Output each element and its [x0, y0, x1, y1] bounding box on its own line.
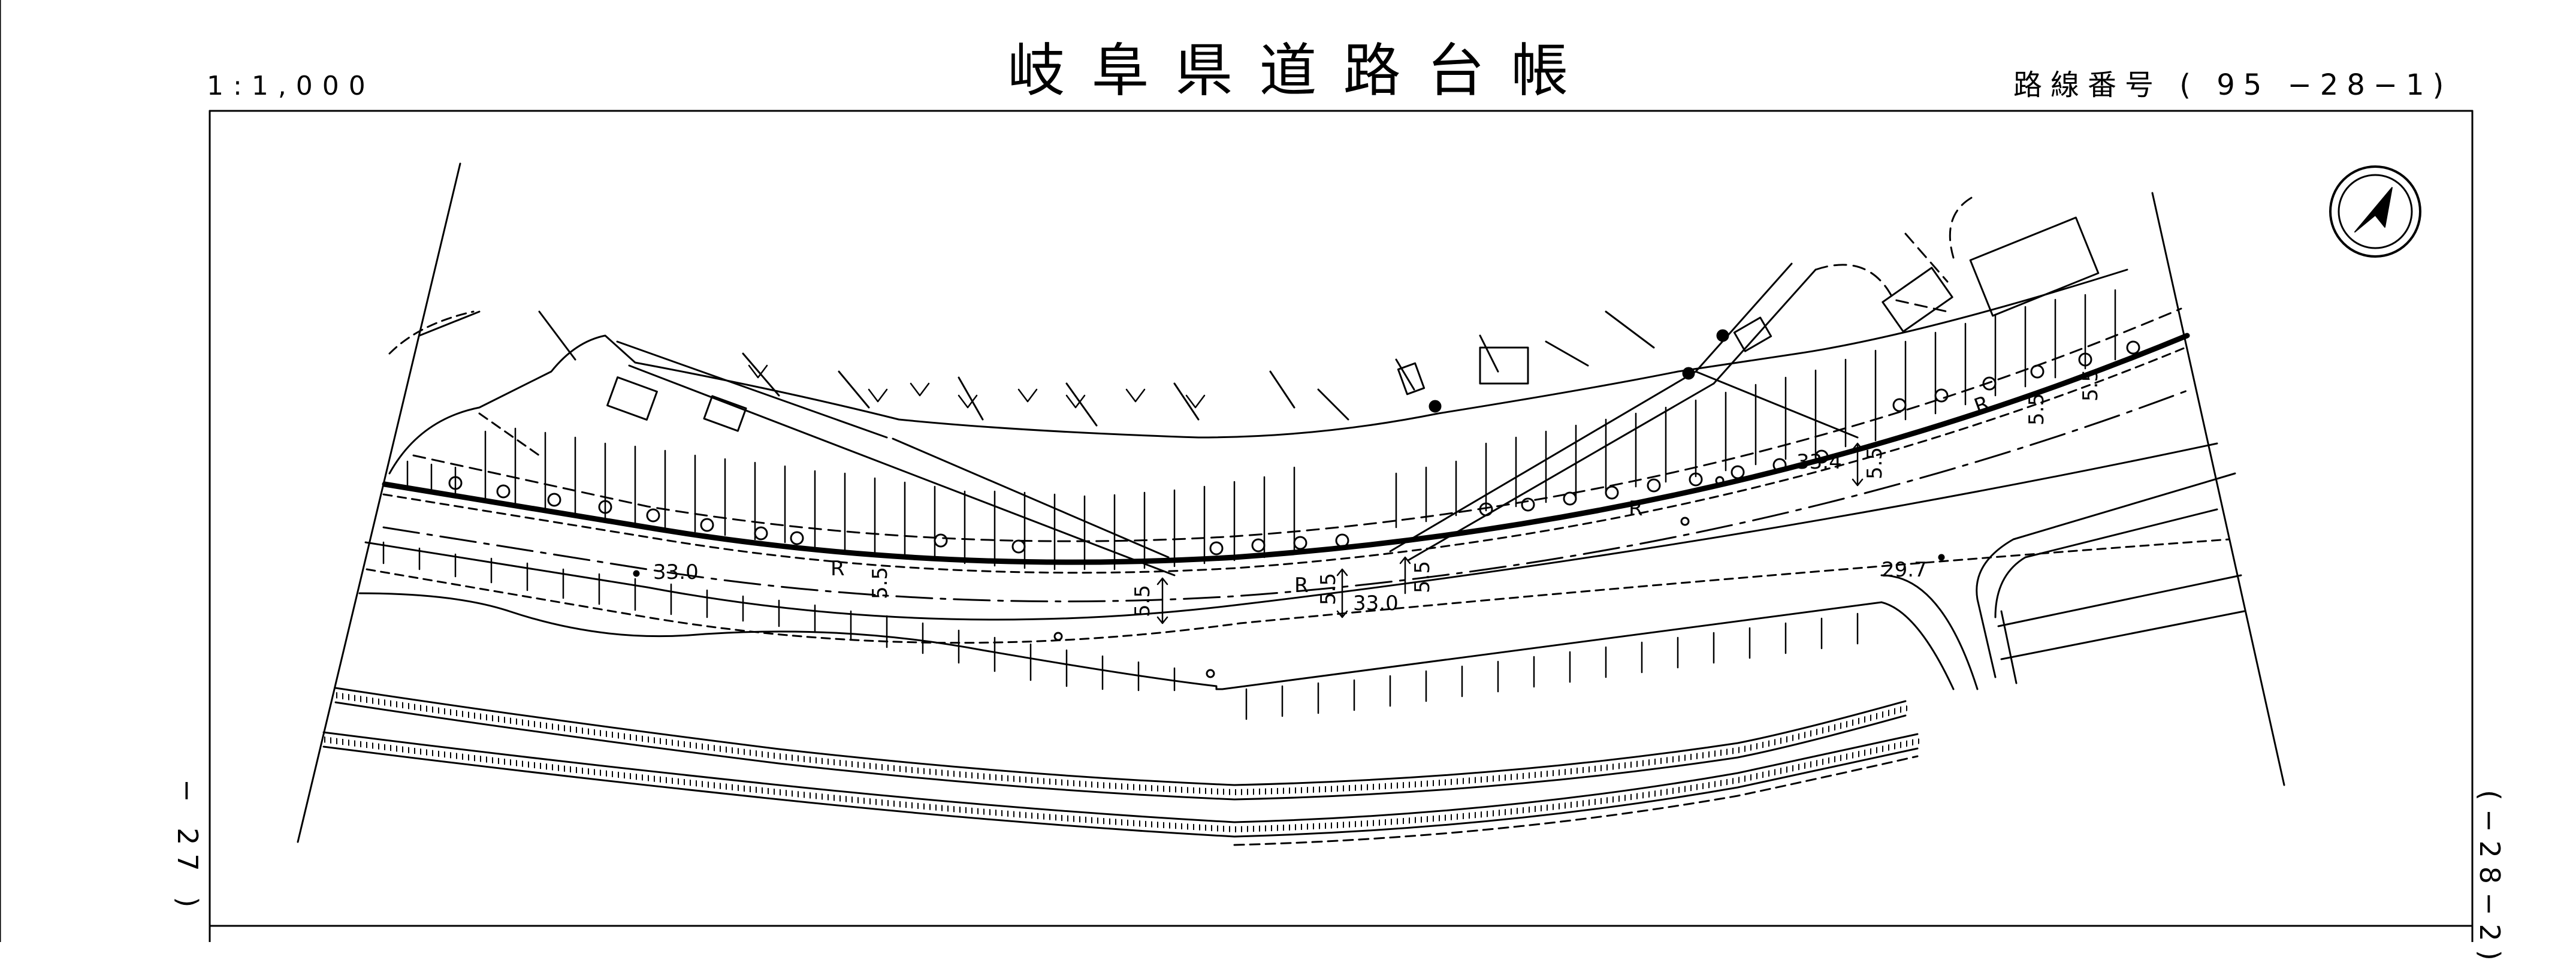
point-markers [633, 329, 1945, 678]
property-boundary-north [388, 197, 2128, 475]
elevation-label: 33.4 [1796, 450, 1842, 474]
width-label: 5.5 [868, 567, 892, 599]
railway-tracks [321, 687, 1920, 846]
elevation-label: 33.0 [653, 560, 699, 584]
sheet-frame [0, 0, 2474, 942]
adjacent-sheet-right-ref: (−28−2) [2474, 790, 2506, 969]
main-road-south-edge [358, 442, 2230, 690]
fence-symbols [748, 364, 1206, 409]
north-arrow-icon [2329, 165, 2421, 258]
plan-annotations: 33.0 33.0 33.4 29.7 R R R R 5.5 5.5 5.5 … [653, 369, 2103, 617]
slope-hatching-south [382, 541, 1859, 720]
width-label: 5.5 [1131, 585, 1155, 617]
main-road-north-edge [382, 307, 2190, 574]
elevation-label: 33.0 [1353, 591, 1399, 615]
route-number: 路線番号 ( 95 −28−1) [2013, 68, 2453, 102]
elevation-label: 29.7 [1882, 558, 1927, 582]
map-scale: 1:1,000 [207, 71, 375, 101]
survey-boundary-lines [297, 162, 2285, 843]
side-road-northeast [1389, 262, 1859, 562]
width-label: 5.5 [1316, 573, 1340, 605]
radius-label: R [1294, 573, 1309, 597]
road-plan-drawing: 33.0 33.0 33.4 29.7 R R R R 5.5 5.5 5.5 … [0, 0, 2474, 942]
road-centerline [382, 388, 2191, 603]
width-label: 5.5 [1411, 561, 1435, 593]
intersection-east-road [1215, 472, 2245, 690]
radius-label: R [831, 557, 845, 581]
slope-hatching-north [406, 289, 2116, 570]
width-label: 5.5 [2079, 369, 2103, 402]
width-label: 5.5 [2025, 393, 2049, 425]
map-title: 岐阜県道路台帳 [1007, 37, 1595, 104]
adjacent-sheet-left-ref: − 27 ) [171, 779, 204, 916]
width-label: 5.5 [1863, 447, 1887, 479]
side-road-northwest [616, 340, 1176, 576]
radius-label: R [1629, 497, 1643, 521]
dimension-arrows [1156, 442, 1864, 624]
